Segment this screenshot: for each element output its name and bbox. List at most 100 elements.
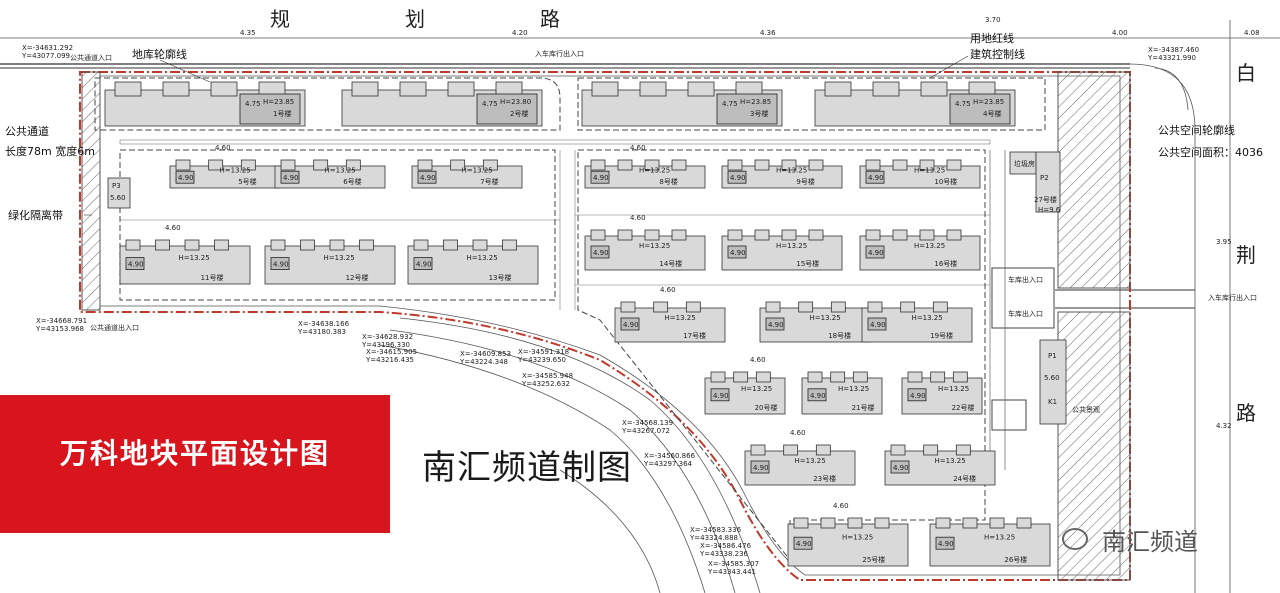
tower-height: H=23.85 [973,98,1004,106]
building-row-6: 4.604.90H=13.2520号楼4.90H=13.2521号楼4.90H=… [704,356,983,415]
building-number: 11号楼 [201,273,224,282]
building-floor: 4.90 [283,174,299,182]
tower-number: 1号楼 [273,109,291,118]
label-public-passage: 公共通道 [5,124,49,138]
dim-top-3: 4.36 [760,29,776,37]
building-height: H=13.25 [938,385,969,393]
building-floor: 4.90 [768,321,784,329]
building-height: H=13.25 [912,314,943,322]
building-floor: 4.90 [810,392,826,400]
dim-right-2: 4.32 [1216,422,1232,430]
building-floor: 4.90 [893,464,909,472]
road-bai: 白 [1236,61,1256,85]
building-floor: 4.90 [420,174,436,182]
building-number: 12号楼 [346,273,369,282]
building-number: 17号楼 [683,331,706,340]
building-number: 5号楼 [238,177,256,186]
dim-top-2: 4.20 [512,29,528,37]
building-p1-no: P1 [1048,352,1057,360]
building-height: H=13.25 [984,534,1015,542]
building-control-line [99,75,1121,576]
building-height: H=13.25 [838,385,869,393]
land-red-line [79,71,1131,581]
curved-path [379,317,761,593]
building-floor: 4.90 [593,174,609,182]
label-garage-entry-1: 车库出入口 [1008,275,1043,284]
row-dimension: 4.60 [630,214,646,222]
watermark: 南汇频道 [1070,522,1198,557]
building-floor: 4.90 [730,174,746,182]
top-dimensions: 4.35 4.20 4.36 3.70 4.00 4.08 3.95 4.32 [240,16,1260,430]
building-height: H=13.25 [776,167,807,175]
road-char-2: 划 [405,7,425,31]
building-27-tag: P2 [1040,174,1049,182]
building-floor: 4.90 [868,249,884,257]
building-p1 [1039,339,1067,425]
building-floor: 4.90 [128,261,144,269]
building-floor: 4.90 [796,540,812,548]
building-height: H=13.25 [914,167,945,175]
road-jing: 荆 [1236,243,1256,267]
row-dimension: 4.60 [750,356,766,364]
label-garage-outline: 地库轮廓线 [132,47,187,61]
building-height: H=13.25 [325,167,356,175]
building-height: H=13.25 [639,167,670,175]
building-number: 16号楼 [934,259,957,268]
building-number: 25号楼 [862,555,885,564]
label-passage-size: 长度78m 宽度6m [5,144,95,158]
building-number: 13号楼 [489,273,512,282]
label-land-red-line: 用地红线 [970,31,1014,45]
label-public-space-outline: 公共空间轮廓线 [1158,123,1235,137]
building-height: H=13.25 [776,242,807,250]
building-number: 7号楼 [480,177,498,186]
building-number: 19号楼 [930,331,953,340]
building-number: 21号楼 [852,403,875,412]
public-space-hatch-top [1057,71,1131,289]
building-height: H=13.25 [795,457,826,465]
building-height: H=13.25 [810,314,841,322]
dim-top-6: 4.08 [1244,29,1260,37]
label-vehicle-entry-top: 入车库行出入口 [535,49,584,58]
building-floor: 4.90 [713,392,729,400]
building-height: H=13.25 [639,242,670,250]
tower-height: H=23.85 [740,98,771,106]
road-lu: 路 [1236,401,1256,425]
label-public-exit-bottom: 公共通道出入口 [90,323,139,332]
label-public-landscape: 公共景观 [1072,405,1100,414]
tower-height: H=23.80 [500,98,531,106]
annotations: 地库轮廓线 用地红线 建筑控制线 公共通道 长度78m 宽度6m 绿化隔离带 公… [5,31,1263,414]
tower-number: 4号楼 [983,109,1001,118]
label-public-space-area: 公共空间面积：4036 [1158,145,1263,159]
tower-floor: 4.75 [245,100,261,108]
trash-room-label: 垃圾房 [1014,159,1035,168]
tower-height: H=23.85 [263,98,294,106]
tower-floor: 4.75 [482,100,498,108]
